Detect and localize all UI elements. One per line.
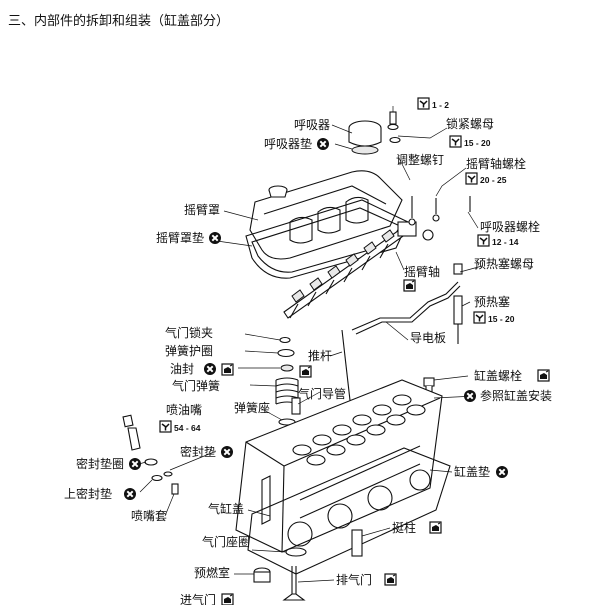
label-glow-plug-nut: 预热塞螺母 <box>474 256 534 271</box>
x-circle-icon <box>123 487 137 501</box>
label-valve-cotter: 气门锁夹 <box>165 325 213 340</box>
x-circle-icon <box>203 362 217 376</box>
label-injector: 喷油嘴 <box>166 403 202 417</box>
torque-breather-bolt: 12 - 14 <box>492 237 519 247</box>
oil-can-icon <box>429 521 442 534</box>
label-head-gasket: 缸盖垫 <box>454 464 490 479</box>
oil-can-icon <box>537 369 550 382</box>
torque-wrench-icon <box>417 97 430 110</box>
label-exhaust-valve: 排气门 <box>336 572 372 587</box>
oil-can-icon <box>384 573 397 586</box>
label-seal-gasket: 密封垫 <box>180 444 216 459</box>
label-conductor-plate: 导电板 <box>410 331 446 345</box>
x-circle-icon <box>208 231 222 245</box>
x-circle-icon <box>220 445 234 459</box>
torque-wrench-icon <box>465 172 478 185</box>
x-circle-icon <box>495 465 509 479</box>
rocker-cover-drawing <box>245 170 409 279</box>
torque-breather-nut: 1 - 2 <box>432 100 449 110</box>
torque-locknut: 15 - 20 <box>464 138 491 148</box>
label-breather-gasket: 呼吸器垫 <box>264 136 312 151</box>
label-valve-seat: 气门座圈 <box>202 534 250 549</box>
oil-can-icon <box>299 365 312 378</box>
oil-can-icon <box>403 279 416 292</box>
torque-wrench-icon <box>473 311 486 324</box>
x-circle-icon <box>463 389 477 403</box>
section-heading: 三、内部件的拆卸和组装（缸盖部分） <box>8 13 229 29</box>
torque-wrench-icon <box>477 234 490 247</box>
label-glow-plug: 预热塞 <box>474 294 510 309</box>
label-rocker-cover-gasket: 摇臂罩垫 <box>156 230 204 245</box>
label-cylinder-head: 气缸盖 <box>208 501 244 516</box>
x-circle-icon <box>128 457 142 471</box>
label-breather-bolt: 呼吸器螺栓 <box>480 219 540 234</box>
label-spring-seat: 弹簧座 <box>234 400 270 415</box>
label-nozzle-sleeve: 喷嘴套 <box>131 509 167 523</box>
label-precombustion: 预燃室 <box>194 565 230 580</box>
torque-glow-plug: 15 - 20 <box>488 314 515 324</box>
injector-drawing <box>122 414 179 495</box>
breather-cap-drawing <box>348 111 401 155</box>
label-intake-valve: 进气门 <box>180 592 216 605</box>
cylinder-head-drawing <box>235 379 443 553</box>
label-locknut: 锁紧螺母 <box>446 116 494 131</box>
label-valve-guide: 气门导管 <box>298 386 346 401</box>
torque-rocker-shaft-bolt: 20 - 25 <box>480 175 507 185</box>
leader-lines <box>131 106 483 583</box>
oil-can-icon <box>221 363 234 376</box>
x-circle-icon <box>316 137 330 151</box>
label-upper-seal-pad: 上密封垫 <box>64 486 112 501</box>
label-pushrod: 推杆 <box>308 349 332 363</box>
oil-can-icon <box>221 593 234 605</box>
label-rocker-cover: 摇臂罩 <box>184 203 220 217</box>
label-adjust-screw: 调整螺钉 <box>396 152 444 167</box>
head-gasket-drawing <box>247 447 451 575</box>
label-rocker-shaft: 摇臂轴 <box>404 264 440 279</box>
label-seal-washer: 密封垫圈 <box>76 456 124 471</box>
conductor-plate-drawing <box>351 263 463 344</box>
label-oil-seal: 油封 <box>170 362 194 376</box>
label-breather: 呼吸器 <box>294 118 330 132</box>
label-tappet: 挺柱 <box>392 520 416 535</box>
label-spring-retainer: 弹簧护圈 <box>165 343 213 358</box>
lower-parts-drawing <box>253 529 363 601</box>
label-head-bolt-note: 参照缸盖安装 <box>480 388 552 403</box>
rocker-shaft-drawing <box>283 196 471 319</box>
part-labels: 呼吸器 呼吸器垫 1 - 2 锁紧螺母 15 - 20 调整螺钉 摇臂轴螺栓 2… <box>64 97 552 605</box>
label-head-bolt: 缸盖螺栓 <box>474 368 522 383</box>
label-valve-spring: 气门弹簧 <box>172 378 220 393</box>
torque-injector: 54 - 64 <box>174 423 201 433</box>
torque-wrench-icon <box>159 420 172 433</box>
torque-wrench-icon <box>449 135 462 148</box>
label-rocker-shaft-bolt: 摇臂轴螺栓 <box>466 156 526 171</box>
